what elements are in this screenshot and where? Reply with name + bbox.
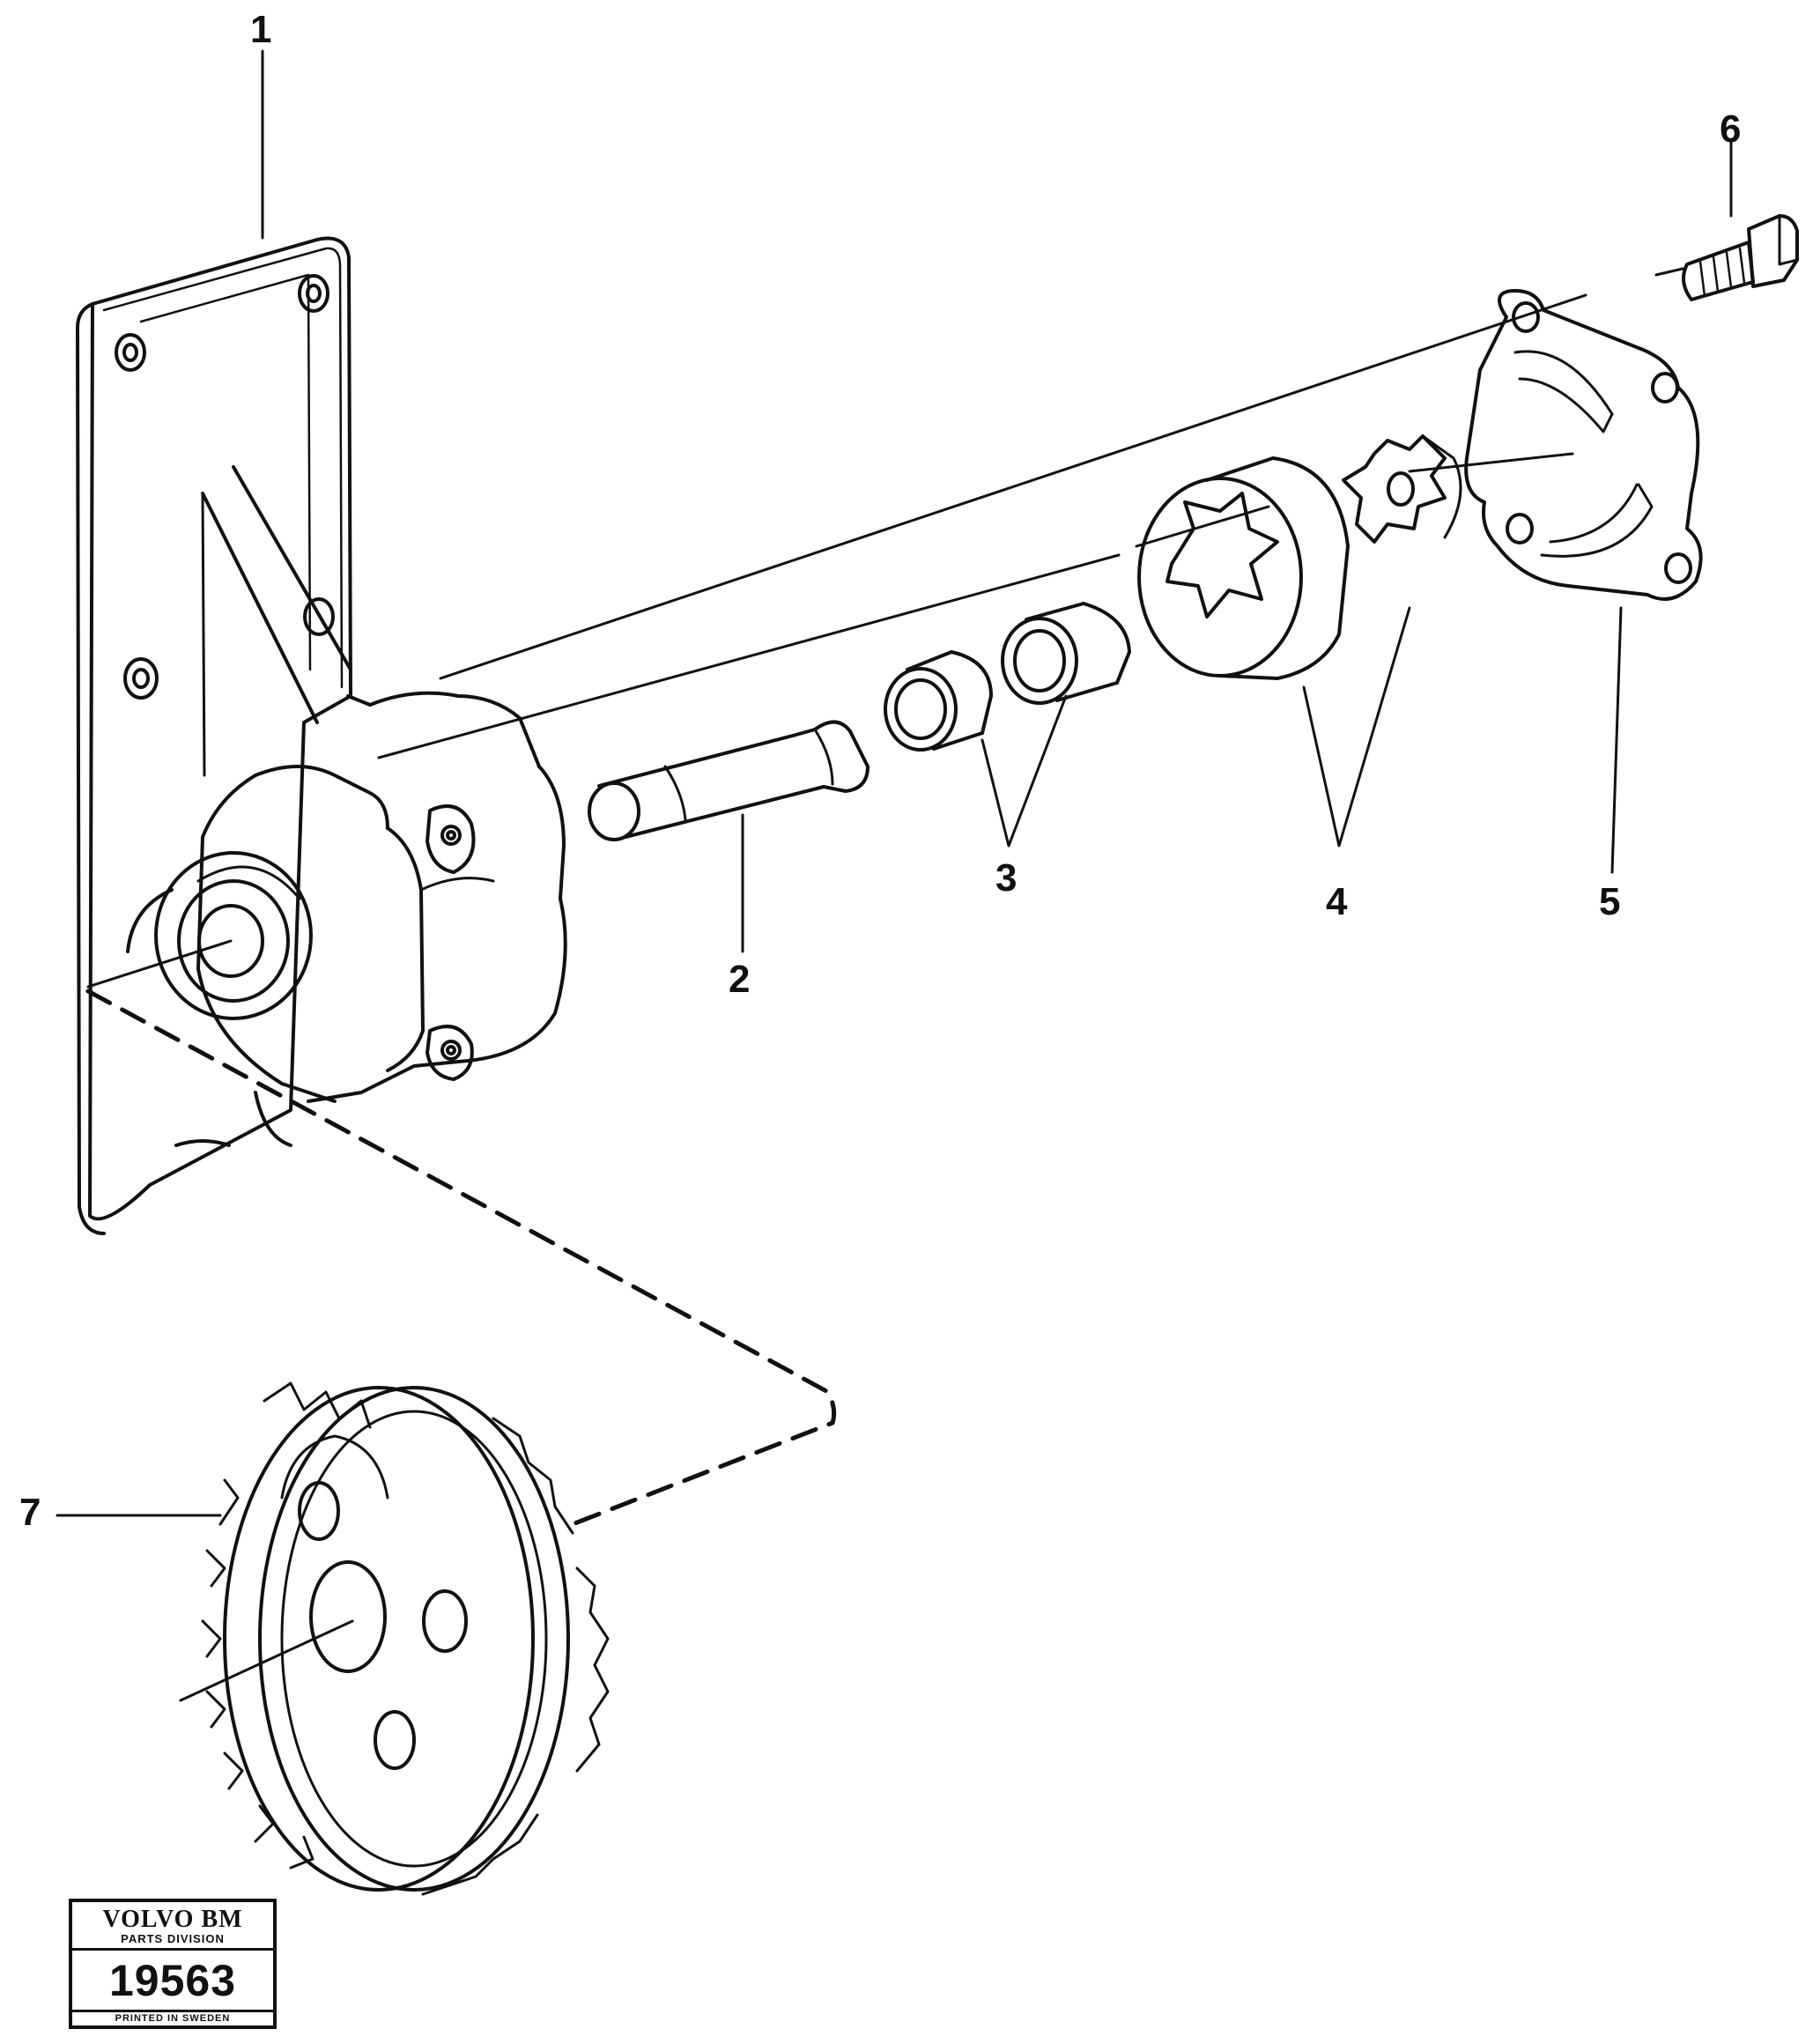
callout-3: 3	[995, 856, 1018, 900]
part-6-bolt	[1682, 214, 1799, 301]
stamp-division: PARTS DIVISION	[121, 1932, 225, 1945]
stamp-brand: VOLVO BM	[102, 1906, 243, 1933]
callout-4: 4	[1326, 880, 1348, 923]
dashed-reference-line	[85, 989, 837, 1527]
part-2-shaft	[588, 720, 870, 841]
stamp-divider	[72, 1948, 273, 1951]
part-1-pump-housing	[76, 236, 567, 1235]
callout-7: 7	[19, 1491, 41, 1534]
callout-5: 5	[1599, 880, 1621, 923]
part-7-gear	[201, 1381, 610, 1896]
stamp-divider	[72, 2010, 273, 2012]
callout-6: 6	[1720, 107, 1742, 151]
stamp-number: 19563	[108, 1956, 237, 2005]
stamp-footer: PRINTED IN SWEDEN	[115, 2013, 231, 2024]
part-3-bushings	[884, 602, 1131, 752]
part-4-rotor-set	[1137, 434, 1462, 680]
volvo-bm-stamp: VOLVO BM PARTS DIVISION 19563 PRINTED IN…	[69, 1899, 277, 2029]
callout-1: 1	[250, 8, 272, 51]
part-5-cover	[1464, 289, 1703, 601]
leader-lines	[56, 49, 1733, 1517]
callout-2: 2	[729, 958, 751, 1001]
